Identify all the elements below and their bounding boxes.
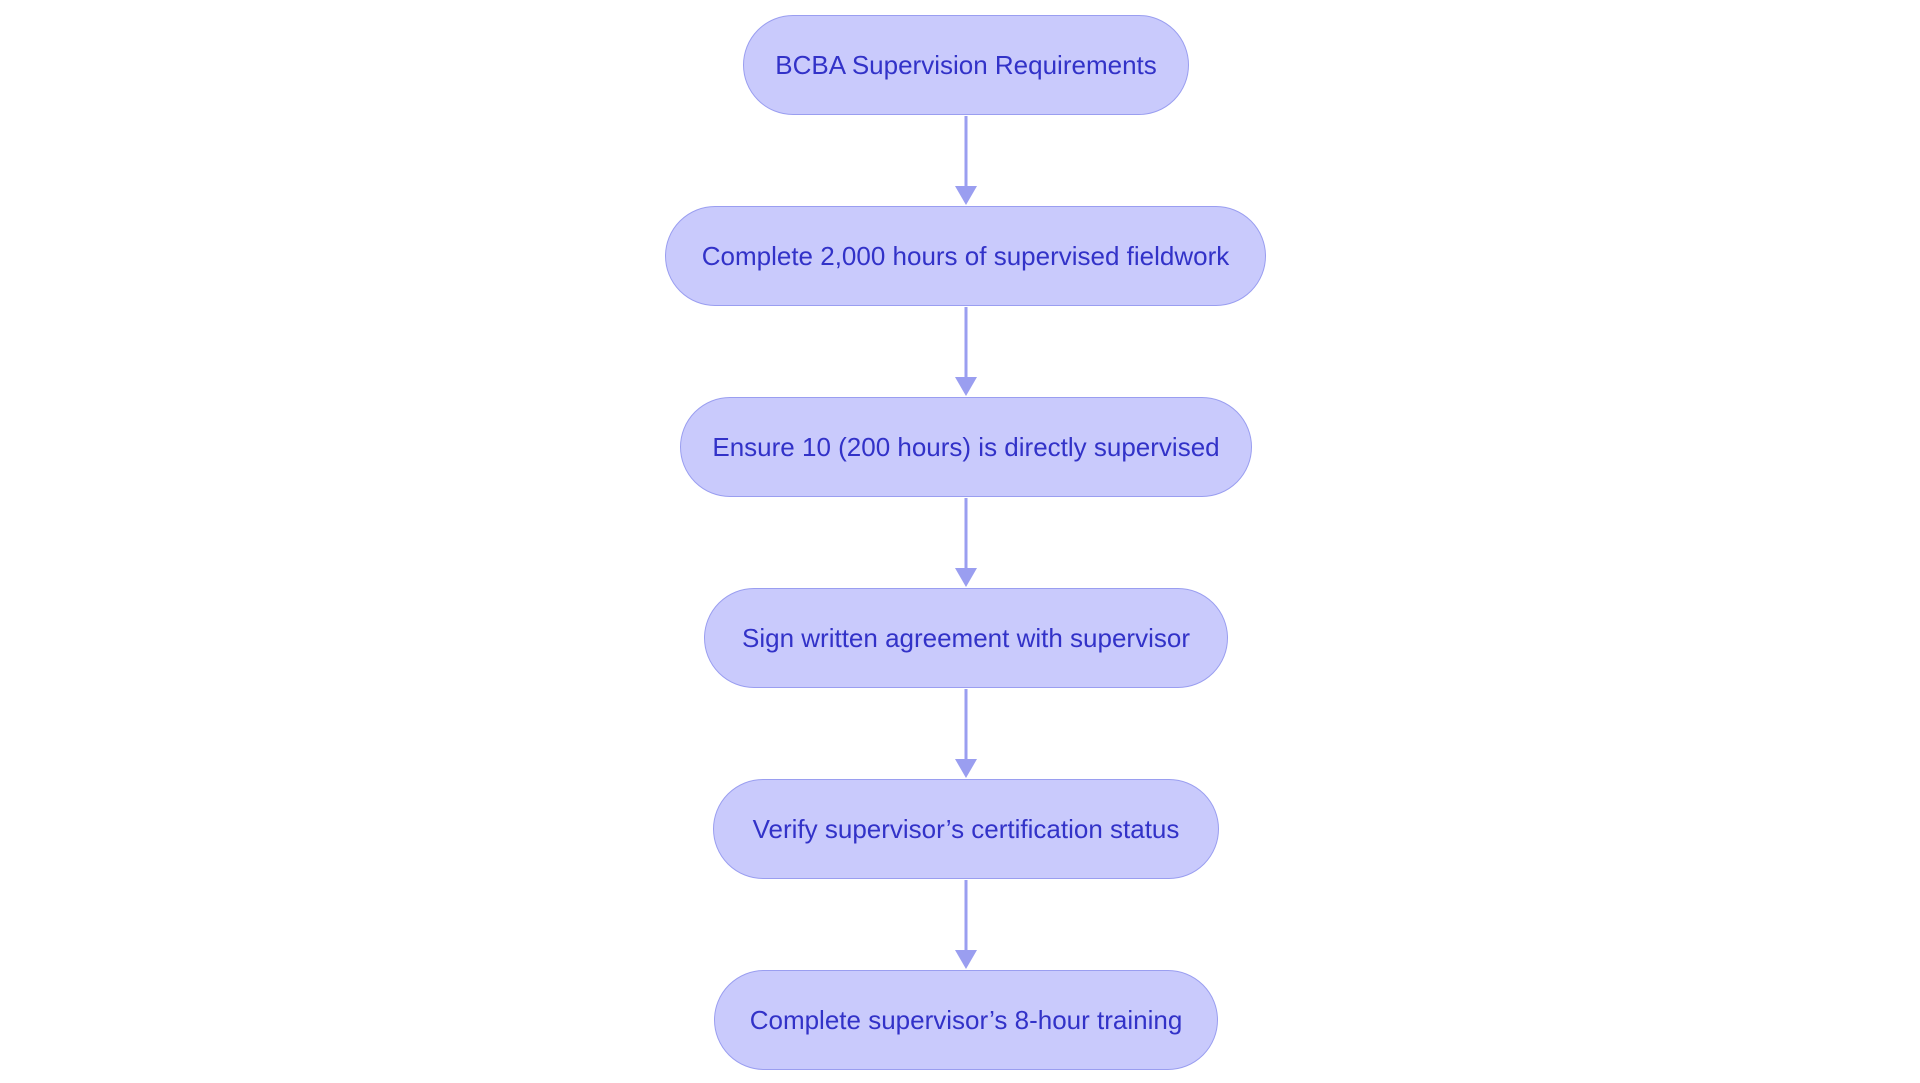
arrow-5	[955, 880, 977, 969]
node-label: Complete 2,000 hours of supervised field…	[701, 240, 1230, 271]
arrow-4	[955, 689, 977, 778]
node-label: Ensure 10 (200 hours) is directly superv…	[712, 431, 1220, 462]
node-direct-supervision: Ensure 10 (200 hours) is directly superv…	[680, 397, 1252, 497]
node-label: Sign written agreement with supervisor	[742, 622, 1190, 653]
node-label: Complete supervisor’s 8-hour training	[749, 1004, 1183, 1035]
node-supervisor-training: Complete supervisor’s 8-hour training	[714, 970, 1218, 1070]
node-label: BCBA Supervision Requirements	[775, 49, 1157, 80]
arrow-1	[955, 116, 977, 205]
node-sign-agreement: Sign written agreement with supervisor	[704, 588, 1228, 688]
node-verify-certification: Verify supervisor’s certification status	[713, 779, 1219, 879]
node-complete-fieldwork-hours: Complete 2,000 hours of supervised field…	[665, 206, 1266, 306]
arrow-2	[955, 307, 977, 396]
arrow-3	[955, 498, 977, 587]
node-label: Verify supervisor’s certification status	[752, 813, 1180, 844]
node-bcba-supervision-requirements: BCBA Supervision Requirements	[743, 15, 1189, 115]
